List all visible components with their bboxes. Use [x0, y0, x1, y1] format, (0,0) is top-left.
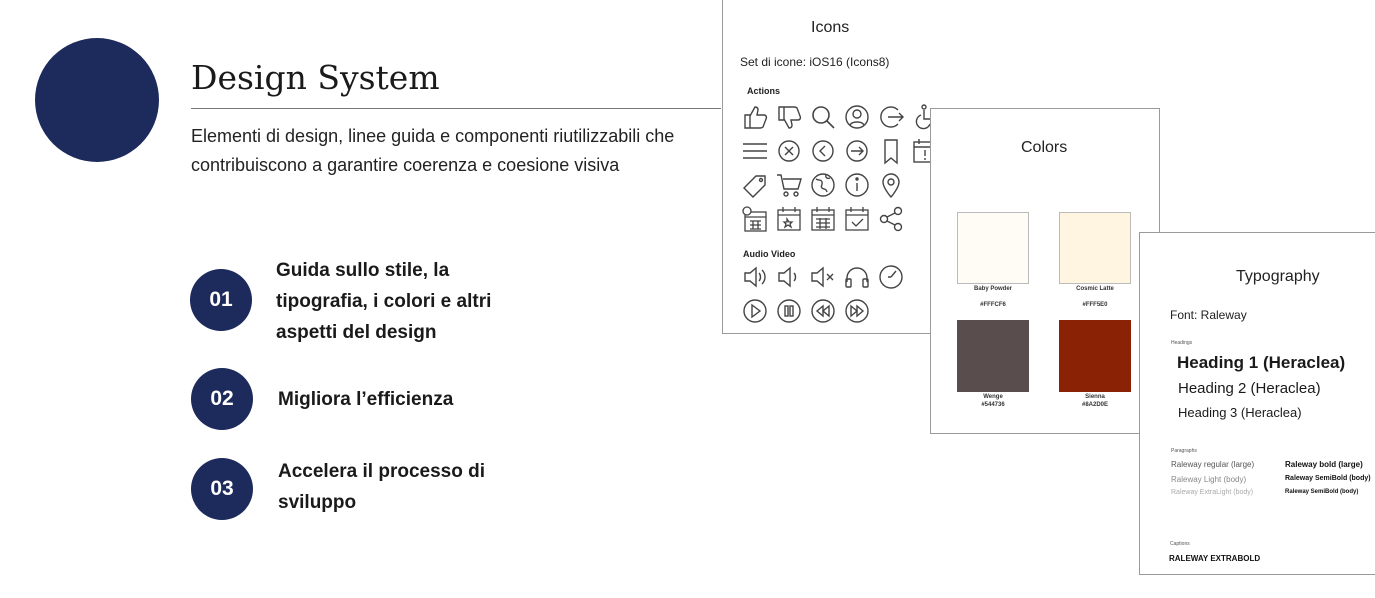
captions-label: Captions: [1170, 541, 1190, 547]
swatch-name-baby-powder: Baby Powder: [973, 286, 1012, 292]
point-badge-01: 01: [190, 269, 252, 331]
mute-icon: [808, 262, 838, 292]
thumbs-up-icon: [740, 102, 770, 132]
point-text-02: Migliora l’efficienza: [278, 389, 454, 410]
point-badge-02: 02: [191, 368, 253, 430]
paragraph-sample-1: Raleway regular (large): [1171, 460, 1255, 469]
headphones-icon: [842, 262, 872, 292]
paragraphs-label: Paragraphs: [1171, 448, 1197, 454]
swatch-hex-baby-powder: #FFFCF6: [980, 302, 1006, 308]
font-label: Font: Raleway: [1170, 308, 1247, 322]
rewind-icon: [808, 296, 838, 326]
paragraph-sample-2: Raleway Light (body): [1171, 475, 1247, 484]
paragraph-bold-sample-2: Raleway SemiBold (body): [1285, 475, 1371, 482]
heading-1-sample: Heading 1 (Heraclea): [1177, 353, 1346, 372]
volume-low-icon: [774, 262, 804, 292]
page-subtitle: Elementi di design, linee guida e compon…: [191, 126, 675, 175]
typography-card-title: Typography: [1236, 268, 1320, 285]
point-badge-03: 03: [191, 458, 253, 520]
clock-icon: [876, 262, 906, 292]
search-icon: [808, 102, 838, 132]
back-icon: [808, 136, 838, 166]
icon-set-label: Set di icone: iOS16 (Icons8): [740, 55, 890, 69]
calendar-clock-icon: [740, 204, 770, 234]
paragraph-bold-sample-3: Raleway SemiBold (body): [1285, 489, 1359, 495]
fast-forward-icon: [842, 296, 872, 326]
icons-card-title: Icons: [811, 19, 850, 36]
audio-icons-grid: [740, 262, 906, 326]
info-icon: [842, 170, 872, 200]
menu-icon: [740, 136, 770, 166]
swatch-hex-cosmic-latte: #FFF5E0: [1082, 302, 1108, 308]
decorative-circle: [35, 38, 159, 162]
calendar-check-icon: [842, 204, 872, 234]
caption-sample: RALEWAY EXTRABOLD: [1169, 554, 1261, 563]
swatch-name-wenge: Wenge: [983, 394, 1003, 400]
user-icon: [842, 102, 872, 132]
swatch-name-sienna: Sienna: [1085, 394, 1105, 400]
calendar-star-icon: [774, 204, 804, 234]
swatch-sienna: [1059, 320, 1131, 392]
point-text-03: Accelera il processo di sviluppo: [278, 461, 485, 513]
close-icon: [774, 136, 804, 166]
cart-icon: [774, 170, 804, 200]
page-title: Design System: [191, 58, 440, 97]
bookmark-icon: [876, 136, 906, 166]
heading-3-sample: Heading 3 (Heraclea): [1178, 405, 1302, 420]
logout-icon: [876, 102, 906, 132]
swatch-hex-wenge: #544736: [981, 402, 1005, 408]
paragraph-sample-3: Raleway ExtraLight (body): [1171, 489, 1254, 496]
tag-icon: [740, 170, 770, 200]
colors-card-title: Colors: [1021, 139, 1068, 156]
swatch-cosmic-latte: [1059, 212, 1131, 284]
forward-icon: [842, 136, 872, 166]
headings-label: Headings: [1171, 340, 1193, 346]
actions-label: Actions: [747, 86, 781, 96]
paragraph-bold-sample-1: Raleway bold (large): [1285, 460, 1363, 469]
thumbs-down-icon: [774, 102, 804, 132]
swatch-name-cosmic-latte: Cosmic Latte: [1076, 286, 1114, 292]
title-divider: [191, 108, 721, 109]
play-icon: [740, 296, 770, 326]
audio-video-label: Audio Video: [743, 249, 796, 259]
globe-icon: [808, 170, 838, 200]
heading-2-sample: Heading 2 (Heraclea): [1178, 380, 1321, 397]
volume-up-icon: [740, 262, 770, 292]
swatch-baby-powder: [957, 212, 1029, 284]
swatch-wenge: [957, 320, 1029, 392]
swatch-hex-sienna: #8A2D0E: [1081, 402, 1108, 408]
point-text-01: Guida sullo stile, la tipografia, i colo…: [276, 260, 492, 343]
share-icon: [876, 204, 906, 234]
typography-card: [1139, 232, 1375, 575]
action-icons-grid: [740, 102, 940, 234]
calendar-grid-icon: [808, 204, 838, 234]
location-icon: [876, 170, 906, 200]
pause-icon: [774, 296, 804, 326]
